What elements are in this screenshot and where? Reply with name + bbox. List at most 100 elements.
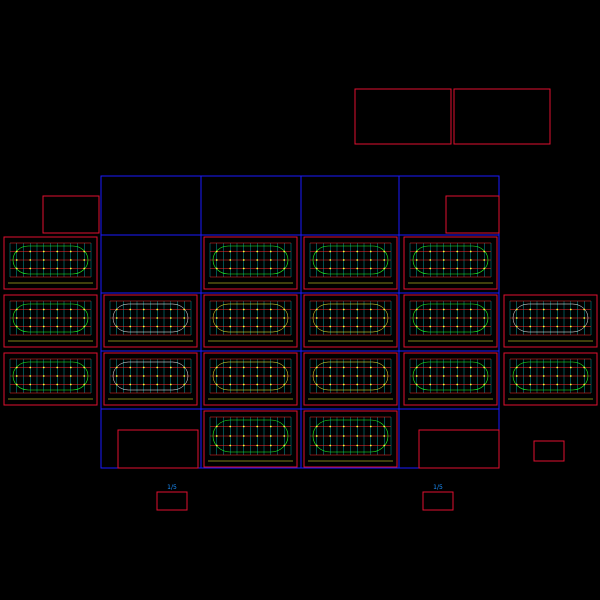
index-sheet[interactable] bbox=[533, 440, 565, 462]
column-dot bbox=[383, 435, 386, 437]
column-dot bbox=[456, 308, 459, 311]
column-dot bbox=[29, 250, 32, 253]
column-dot bbox=[283, 375, 286, 377]
column-dot bbox=[456, 317, 459, 319]
floor-plan-sheet[interactable] bbox=[403, 236, 498, 290]
floor-plan-sheet[interactable] bbox=[303, 410, 398, 468]
column-dot bbox=[242, 317, 245, 319]
building-outline bbox=[112, 303, 189, 333]
floor-plan-sheet[interactable] bbox=[103, 294, 198, 348]
floor-plan-sheet[interactable] bbox=[503, 294, 598, 348]
top-sheet-1[interactable] bbox=[354, 88, 452, 145]
column-dot bbox=[483, 259, 486, 261]
column-dot bbox=[542, 325, 545, 328]
column-dot bbox=[442, 250, 445, 253]
column-dot bbox=[583, 375, 586, 377]
floor-plan-sheet[interactable] bbox=[3, 294, 98, 348]
column-dot bbox=[429, 317, 432, 319]
column-dot bbox=[269, 267, 272, 270]
notes-sheet-right[interactable] bbox=[418, 429, 500, 469]
column-dot bbox=[342, 375, 345, 377]
column-dot bbox=[456, 366, 459, 369]
column-dot bbox=[215, 435, 218, 437]
floor-plan-sheet[interactable] bbox=[403, 352, 498, 406]
column-dot bbox=[283, 366, 286, 369]
column-dot bbox=[383, 375, 386, 377]
column-dot bbox=[469, 325, 472, 328]
column-dot bbox=[229, 308, 232, 311]
column-dot bbox=[329, 375, 332, 377]
column-dot bbox=[356, 250, 359, 253]
column-dot bbox=[442, 267, 445, 270]
column-dot bbox=[242, 250, 245, 253]
floor-plan-sheet[interactable] bbox=[203, 410, 298, 468]
detail-sheet-right[interactable] bbox=[445, 195, 500, 234]
column-dot bbox=[383, 325, 386, 328]
column-dot bbox=[556, 325, 559, 328]
column-dot bbox=[569, 308, 572, 311]
column-dot bbox=[69, 375, 72, 377]
column-dot bbox=[342, 435, 345, 437]
mini-sheet-left[interactable] bbox=[156, 491, 188, 511]
column-dot bbox=[215, 267, 218, 270]
column-dot bbox=[15, 267, 18, 270]
column-dot bbox=[429, 259, 432, 261]
column-dot bbox=[183, 317, 186, 319]
column-dot bbox=[242, 425, 245, 428]
column-dot bbox=[215, 259, 218, 261]
floor-plan-sheet[interactable] bbox=[503, 352, 598, 406]
column-dot bbox=[569, 383, 572, 386]
column-dot bbox=[515, 375, 518, 377]
column-dot bbox=[56, 383, 59, 386]
column-dot bbox=[342, 317, 345, 319]
building-outline bbox=[512, 303, 589, 333]
column-dot bbox=[315, 250, 318, 253]
floor-plan-sheet[interactable] bbox=[203, 236, 298, 290]
column-dot bbox=[329, 267, 332, 270]
column-dot bbox=[369, 308, 372, 311]
column-dot bbox=[42, 325, 45, 328]
floor-plan-sheet[interactable] bbox=[303, 352, 398, 406]
mini-sheet-right[interactable] bbox=[422, 491, 454, 511]
column-dot bbox=[42, 317, 45, 319]
column-dot bbox=[569, 325, 572, 328]
column-dot bbox=[515, 325, 518, 328]
column-dot bbox=[69, 317, 72, 319]
floor-plan-sheet[interactable] bbox=[3, 352, 98, 406]
floor-plan-sheet[interactable] bbox=[103, 352, 198, 406]
column-dot bbox=[42, 259, 45, 261]
floor-plan-sheet[interactable] bbox=[203, 352, 298, 406]
column-dot bbox=[583, 308, 586, 311]
floor-plan-sheet[interactable] bbox=[403, 294, 498, 348]
column-dot bbox=[529, 383, 532, 386]
column-dot bbox=[15, 325, 18, 328]
column-dot bbox=[269, 383, 272, 386]
column-dot bbox=[469, 259, 472, 261]
column-dot bbox=[83, 308, 86, 311]
column-dot bbox=[556, 383, 559, 386]
column-dot bbox=[115, 317, 118, 319]
column-dot bbox=[369, 425, 372, 428]
column-dot bbox=[169, 325, 172, 328]
floor-plan-sheet[interactable] bbox=[303, 294, 398, 348]
top-sheet-2[interactable] bbox=[453, 88, 551, 145]
notes-sheet-left[interactable] bbox=[117, 429, 199, 469]
column-dot bbox=[229, 250, 232, 253]
column-dot bbox=[142, 383, 145, 386]
detail-sheet-left[interactable] bbox=[42, 195, 100, 234]
column-dot bbox=[256, 317, 259, 319]
column-dot bbox=[29, 383, 32, 386]
column-dot bbox=[469, 366, 472, 369]
column-dot bbox=[315, 383, 318, 386]
column-dot bbox=[442, 383, 445, 386]
column-dot bbox=[315, 325, 318, 328]
column-dot bbox=[356, 366, 359, 369]
floor-plan-sheet[interactable] bbox=[203, 294, 298, 348]
column-dot bbox=[129, 383, 132, 386]
column-dot bbox=[56, 375, 59, 377]
column-dot bbox=[29, 308, 32, 311]
floor-plan-sheet[interactable] bbox=[3, 236, 98, 290]
floor-plan-sheet[interactable] bbox=[303, 236, 398, 290]
column-dot bbox=[215, 375, 218, 377]
